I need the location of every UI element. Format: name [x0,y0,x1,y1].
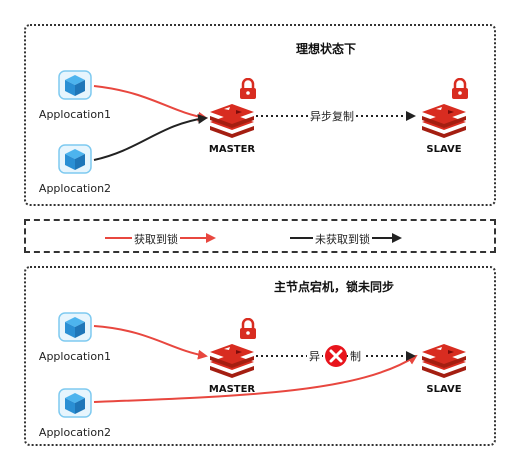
legend-not-acquired-label: 未获取到锁 [313,231,372,247]
failure-x-icon [325,345,347,367]
app1-label: Applocation1 [38,350,112,363]
app1-label: Applocation1 [38,108,112,121]
ideal-state-title: 理想状态下 [296,42,357,56]
slave-label: SLAVE [426,144,462,155]
master-label: MASTER [208,144,256,155]
app-cube-icon [58,388,92,418]
redis-icon [422,104,466,138]
lock-icon [452,78,468,99]
app-cube-icon [58,70,92,100]
failover-title: 主节点宕机，锁未同步 [274,280,395,294]
app2-label: Applocation2 [38,182,112,195]
redis-icon [210,344,254,378]
edge-app2-slave-bottom [93,354,418,403]
slave-label: SLAVE [426,384,462,395]
replication-label-top: 异步复制 [308,108,356,124]
failover-panel [24,266,496,446]
app1-node-top: Applocation1 [30,70,120,121]
legend-acquired-label: 获取到锁 [132,231,180,247]
replication-label-bottom-left: 异 [307,348,322,364]
app2-label: Applocation2 [38,426,112,439]
edge-app1-master-top [93,85,208,122]
app2-node-top: Applocation2 [30,144,120,195]
slave-node-top: SLAVE [409,98,479,155]
lock-icon [240,78,256,99]
master-node-top: MASTER [197,98,267,155]
replication-label-bottom-right: 制 [348,348,363,364]
app2-node-bottom: Applocation2 [30,388,120,439]
app1-node-bottom: Applocation1 [30,312,120,363]
legend-box [24,219,496,253]
redis-icon [422,344,466,378]
edge-app1-master-bottom [93,325,208,360]
master-node-bottom: MASTER [197,338,267,395]
app-cube-icon [58,312,92,342]
app-cube-icon [58,144,92,174]
slave-node-bottom: SLAVE [409,338,479,395]
ideal-state-panel [24,24,496,206]
redis-icon [210,104,254,138]
lock-icon [240,318,256,339]
master-label: MASTER [208,384,256,395]
edge-app2-master-top [93,114,208,161]
